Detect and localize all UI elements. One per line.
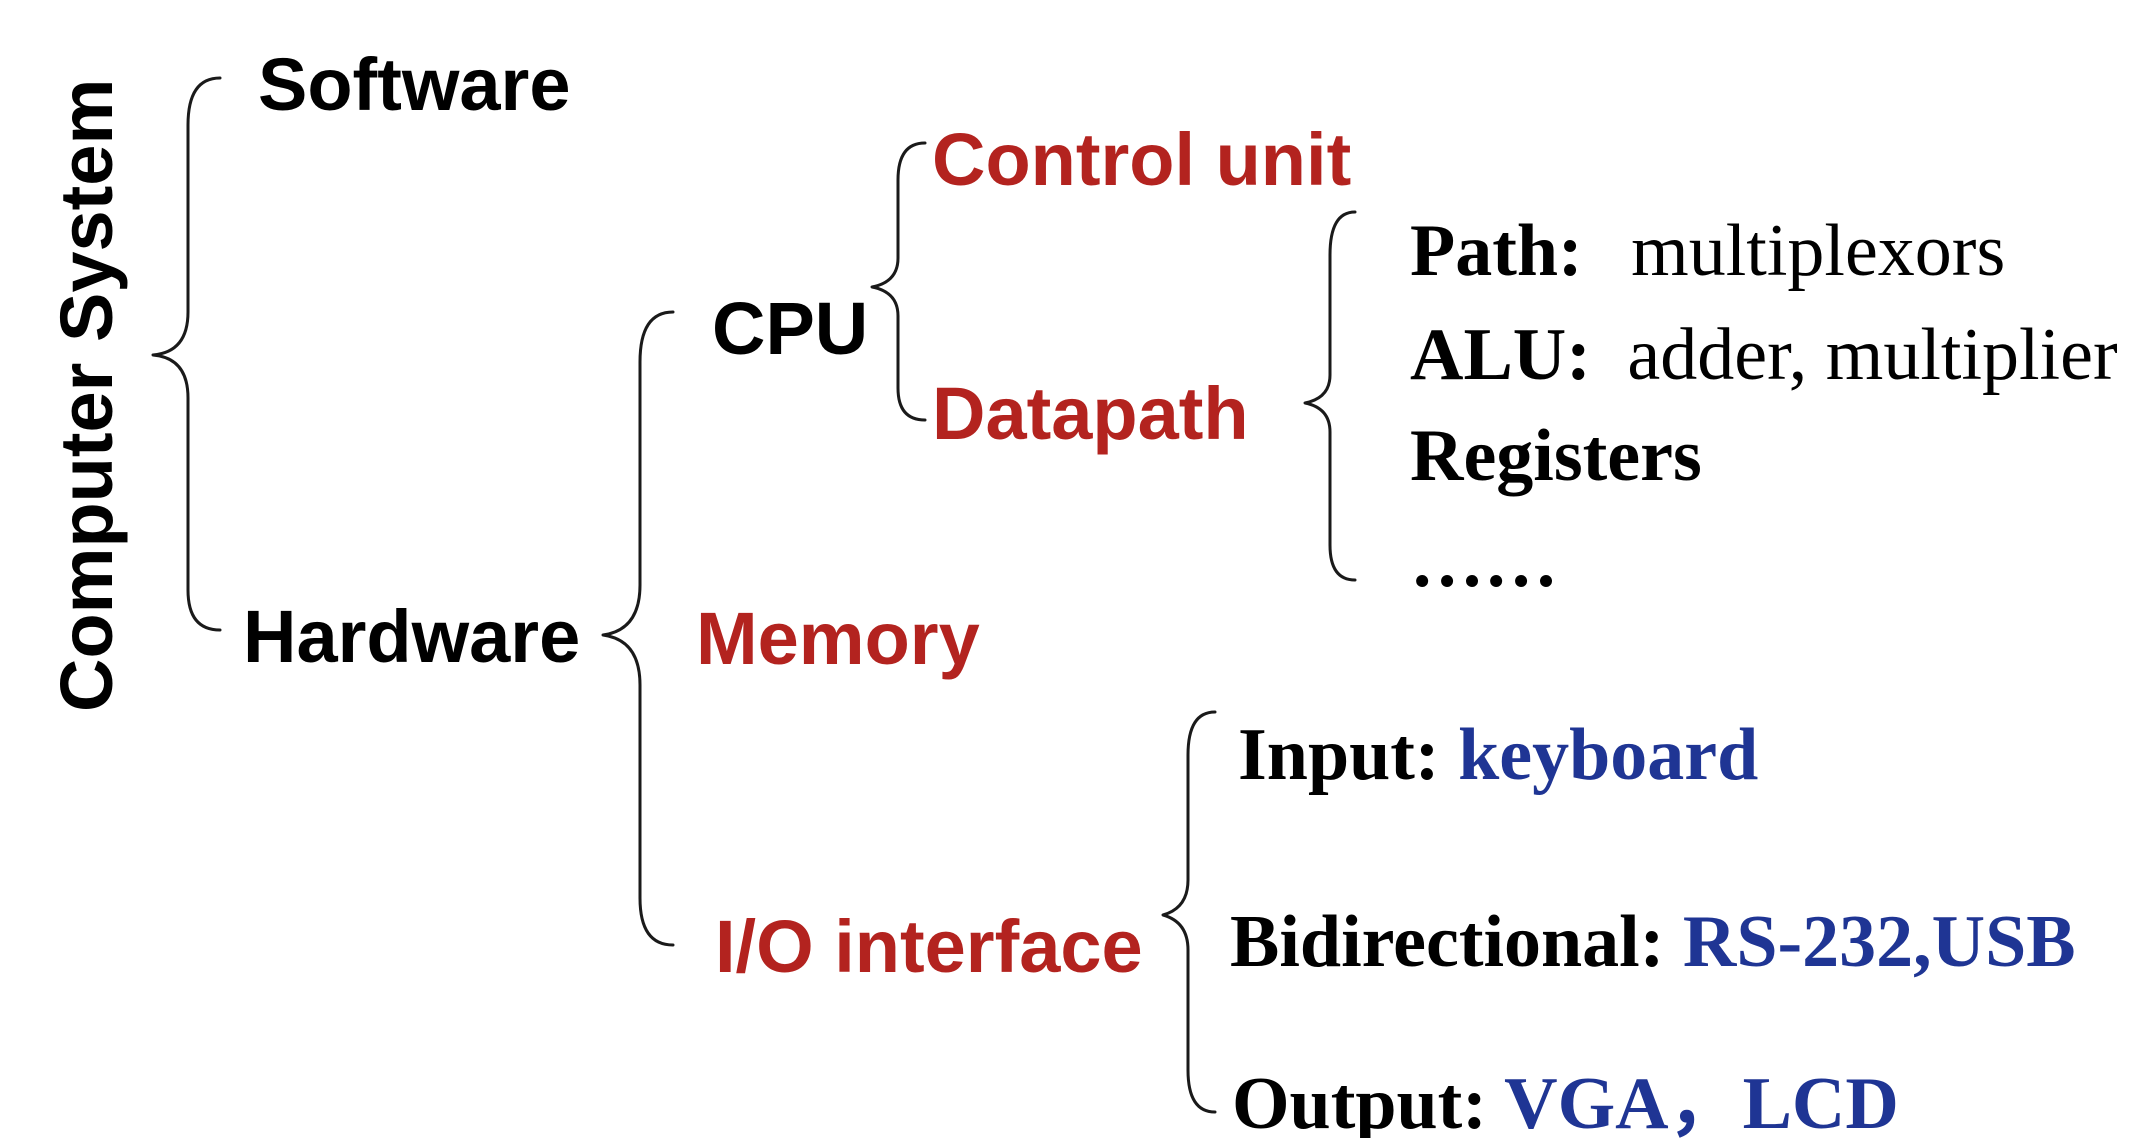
node-hardware: Hardware [243,595,581,678]
root-computer-system: Computer System [45,78,128,712]
io-output: Output: VGA，LCD [1232,1067,1899,1138]
io-input-label: Input: [1238,714,1440,796]
node-software: Software [258,43,571,126]
io-bidirectional-label: Bidirectional: [1230,901,1665,983]
item-path-value: multiplexors [1631,210,2006,292]
node-memory: Memory [696,597,980,680]
io-input-value: keyboard [1458,714,1759,796]
item-registers: Registers [1410,415,1702,497]
brace-hardware [601,310,675,947]
brace-io [1161,710,1217,1114]
io-input: Input: keyboard [1238,718,1758,792]
brace-cpu [870,141,927,422]
node-io-interface: I/O interface [715,905,1143,988]
item-alu-value: adder, multiplier [1627,314,2118,396]
item-ellipsis: …… [1410,521,1558,603]
node-datapath: Datapath [932,372,1249,455]
io-bidirectional-value: RS-232,USB [1682,901,2076,983]
node-cpu: CPU [712,287,869,370]
io-bidirectional: Bidirectional: RS-232,USB [1230,905,2076,979]
io-output-value: VGA，LCD [1504,1063,1899,1138]
brace-datapath [1303,210,1357,582]
item-path-label: Path: [1410,210,1583,292]
item-path: Path: multiplexors [1410,214,2005,288]
brace-computer-system [151,76,222,632]
io-output-label: Output: [1232,1063,1487,1138]
item-alu: ALU: adder, multiplier [1410,318,2118,392]
item-alu-label: ALU: [1410,314,1591,396]
node-control-unit: Control unit [932,118,1352,201]
